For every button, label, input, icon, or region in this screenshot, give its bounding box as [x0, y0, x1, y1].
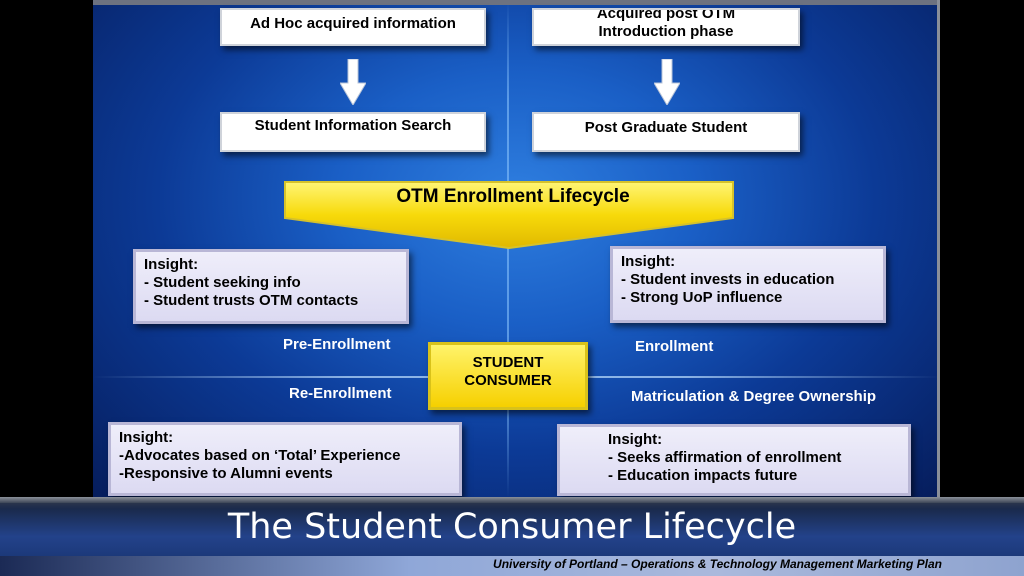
insight-line: - Student seeking info [144, 274, 301, 291]
ad-hoc-info-box: Ad Hoc acquired information [220, 8, 486, 46]
insight-heading: Insight: [621, 253, 676, 270]
acquired-post-otm-box: Acquired post OTM Introduction phase [532, 8, 800, 46]
student-info-search-label: Student Information Search [254, 117, 452, 134]
re-enrollment-insight: Insight: -Advocates based on ‘Total’ Exp… [108, 422, 462, 496]
matriculation-label: Matriculation & Degree Ownership [631, 388, 877, 405]
acquired-post-line2: Introduction phase [598, 23, 734, 40]
enrollment-insight: Insight: - Student invests in education … [610, 246, 886, 323]
student-consumer-line1: STUDENT [472, 354, 544, 371]
slide-title: The Student Consumer Lifecycle [227, 507, 797, 547]
lifecycle-chevron: OTM Enrollment Lifecycle [283, 180, 743, 252]
insight-heading: Insight: [608, 431, 663, 448]
re-enrollment-label: Re-Enrollment [289, 385, 392, 402]
matriculation-insight: Insight: - Seeks affirmation of enrollme… [557, 424, 911, 496]
footer-subtitle: University of Portland – Operations & Te… [493, 557, 942, 571]
insight-line: - Seeks affirmation of enrollment [608, 449, 842, 466]
student-consumer-box: STUDENT CONSUMER [428, 342, 588, 410]
post-graduate-label: Post Graduate Student [584, 119, 748, 136]
down-arrow-icon [340, 59, 366, 105]
pre-enrollment-insight: Insight: - Student seeking info - Studen… [133, 249, 409, 324]
student-consumer-line2: CONSUMER [464, 372, 552, 389]
pre-enrollment-label: Pre-Enrollment [283, 336, 391, 353]
insight-line: - Student invests in education [621, 271, 835, 288]
insight-heading: Insight: [144, 256, 199, 273]
lifecycle-title: OTM Enrollment Lifecycle [396, 186, 630, 207]
insight-line: -Responsive to Alumni events [119, 465, 333, 482]
footer-subtitle-band [0, 556, 1024, 576]
acquired-post-line1: Acquired post OTM [596, 8, 736, 22]
right-frame-strip [937, 0, 940, 497]
ad-hoc-info-label: Ad Hoc acquired information [250, 15, 456, 32]
insight-line: - Strong UoP influence [621, 289, 783, 306]
insight-heading: Insight: [119, 429, 174, 446]
post-graduate-box: Post Graduate Student [532, 112, 800, 152]
down-arrow-icon [654, 59, 680, 105]
insight-line: - Student trusts OTM contacts [144, 292, 359, 309]
top-frame-strip [93, 0, 940, 5]
student-info-search-box: Student Information Search [220, 112, 486, 152]
chevron-shape [284, 181, 734, 250]
insight-line: -Advocates based on ‘Total’ Experience [119, 447, 401, 464]
insight-line: - Education impacts future [608, 467, 798, 484]
enrollment-label: Enrollment [635, 338, 714, 355]
